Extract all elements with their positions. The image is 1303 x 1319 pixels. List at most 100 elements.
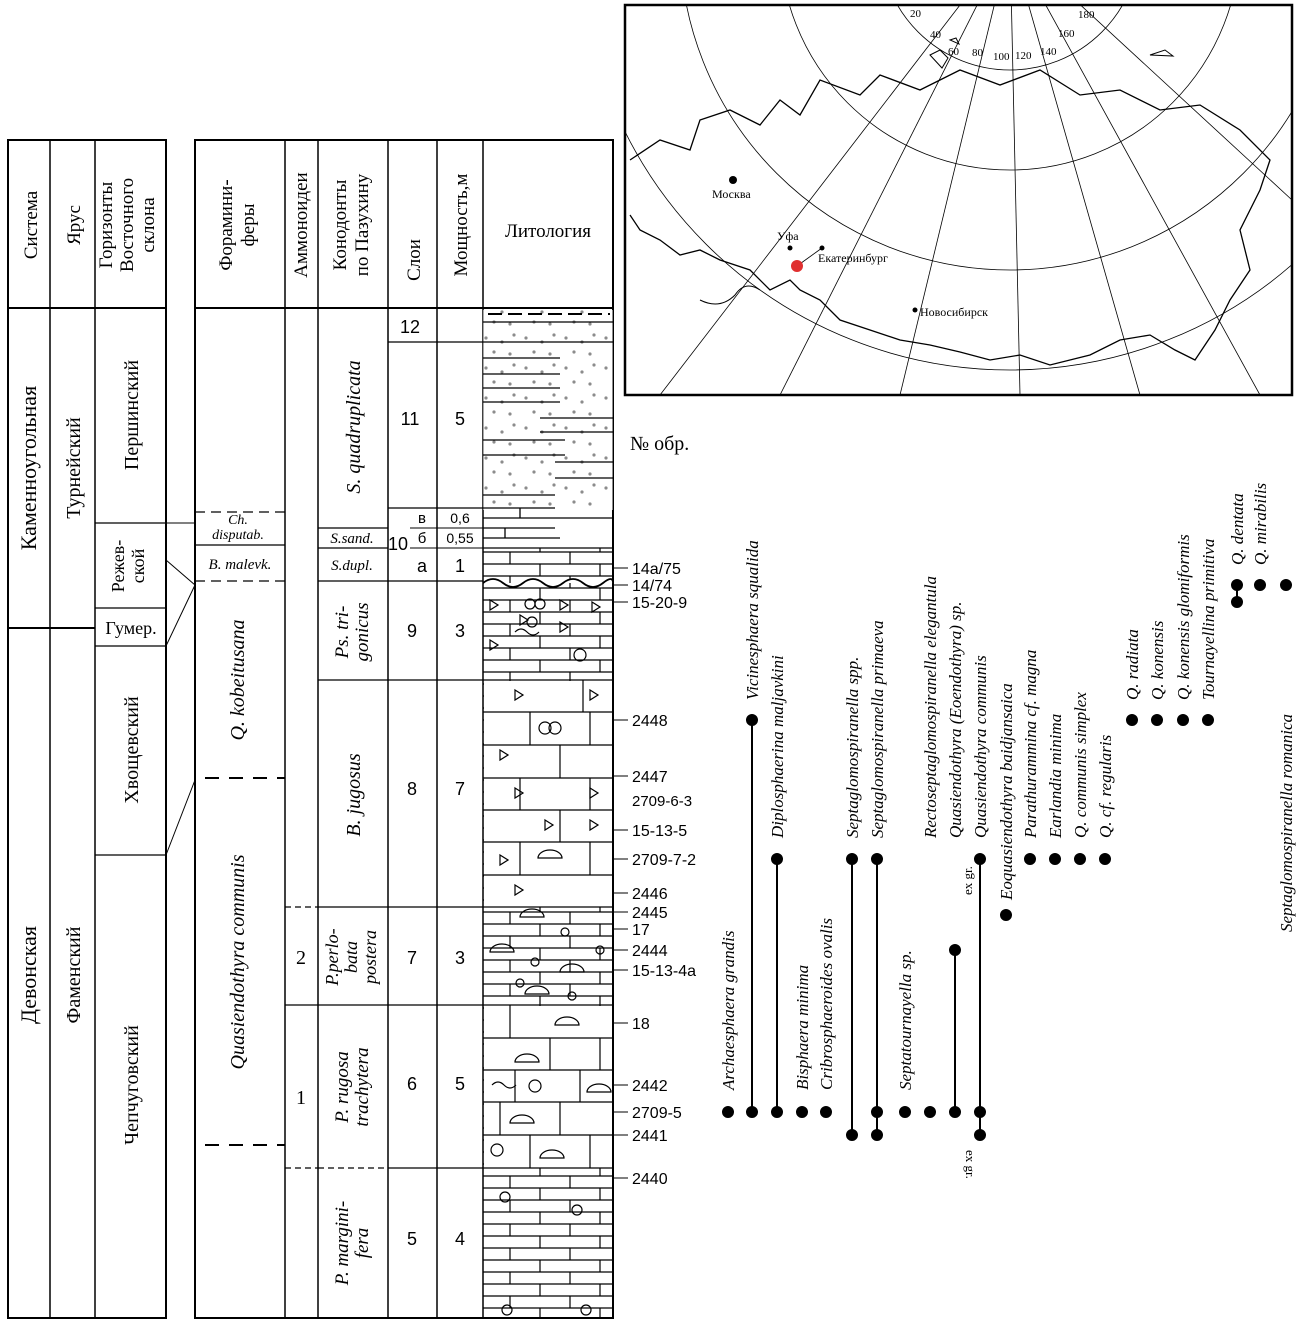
conodont-s-quadruplicata: S. quadruplicata xyxy=(343,360,365,493)
sample-2709-7-2: 2709-7-2 xyxy=(632,852,696,869)
taxon-q-radiata: Q. radiata xyxy=(1123,629,1142,700)
conodont-p-marginifera: P. margini-fera xyxy=(332,1201,373,1286)
layer-10a: а xyxy=(417,556,428,576)
samples-header: № обр. xyxy=(630,433,689,455)
thick-6: 5 xyxy=(455,1074,465,1094)
taxon-archaesphaera-grandis: Archaesphaera grandis xyxy=(719,930,738,1091)
taxon-q-konensis-glomiformis: Q. konensis glomiformis xyxy=(1174,534,1193,700)
city-novosibirsk: Новосибирск xyxy=(920,305,988,319)
city-yekaterinburg: Екатеринбург xyxy=(818,251,888,265)
taxon-septaglomospiranella-spp: Septaglomospiranella spp. xyxy=(843,657,862,838)
conodont-s-dupl: S.dupl. xyxy=(331,558,373,574)
horizon-gumer: Гумер. xyxy=(105,618,156,638)
sample-2709-6-3: 2709-6-3 xyxy=(632,793,692,810)
ex-gr-label-top: ex gr. xyxy=(960,866,975,895)
sample-15-13-4a: 15-13-4а xyxy=(632,963,696,980)
sample-2446: 2446 xyxy=(632,886,668,903)
system-devonian: Девонская xyxy=(16,926,41,1024)
thick-10a: 1 xyxy=(455,556,465,576)
layer-numbers: 12 11 5 10 в б а 0,6 0,55 1 9 3 8 7 7 3 … xyxy=(388,317,474,1249)
horizon-khvoshchevsky: Хвощевский xyxy=(121,696,143,804)
meridian-180: 180 xyxy=(1078,9,1095,21)
taxon-eoquasiendothyra: Eoquasiendothyra baidjansaica xyxy=(997,683,1016,901)
foram-ch-disputab: Ch.disputab. xyxy=(212,513,264,543)
meridian-140: 140 xyxy=(1040,46,1057,58)
city-ufa-marker xyxy=(788,246,793,251)
sample-14a75: 14а/75 xyxy=(632,561,681,578)
layer-7: 7 xyxy=(407,948,417,968)
taxa-labels: Archaesphaera grandis Vicinesphaera squa… xyxy=(719,482,1296,1091)
city-ufa: Уфа xyxy=(777,229,799,243)
header-layers: Слои xyxy=(404,239,425,281)
layer-12: 12 xyxy=(400,317,420,337)
taxon-septatournayella: Septatournayella sp. xyxy=(896,950,915,1090)
header-system: Система xyxy=(21,190,42,259)
sample-18: 18 xyxy=(632,1016,650,1033)
meridian-100: 100 xyxy=(993,51,1010,63)
sample-2441: 2441 xyxy=(632,1128,668,1145)
system-carboniferous: Каменноугольная xyxy=(16,386,41,550)
layer-8: 8 xyxy=(407,779,417,799)
layer-10b: б xyxy=(418,530,427,547)
layer-10v: в xyxy=(418,510,426,527)
taxon-tournayellina-primitiva: Tournayellina primitiva xyxy=(1199,539,1218,700)
taxon-septaglomospiranella-primaeva: Septaglomospiranella primaeva xyxy=(868,620,887,838)
taxon-q-mirabilis: Q. mirabilis xyxy=(1251,482,1270,565)
thick-10b: 0,55 xyxy=(446,530,473,546)
sample-2440: 2440 xyxy=(632,1171,668,1188)
correlation-lines xyxy=(166,523,195,855)
taxon-q-communis-simplex: Q. communis simplex xyxy=(1071,692,1090,838)
conodont-s-sand: S.sand. xyxy=(330,531,373,547)
taxon-q-dentata: Q. dentata xyxy=(1228,493,1247,565)
sample-15-20-9: 15-20-9 xyxy=(632,595,687,612)
taxon-bisphaera-minima: Bisphaera minima xyxy=(793,965,812,1090)
foram-b-malevk: B. malevk. xyxy=(209,557,272,573)
header-ammonoids: Аммоноидеи xyxy=(291,172,312,277)
layer-6: 6 xyxy=(407,1074,417,1094)
layer-10: 10 xyxy=(388,534,408,554)
conodont-ps-trigonicus: Ps. tri-gonicus xyxy=(332,602,373,661)
meridian-20: 20 xyxy=(910,8,922,20)
taxon-cribrosphaeroides-ovalis: Cribrosphaeroides ovalis xyxy=(817,918,836,1090)
thick-11: 5 xyxy=(455,409,465,429)
horizon-pershinsky: Першинский xyxy=(121,360,143,470)
foram-q-communis: Quasiendothyra communis xyxy=(227,854,249,1069)
ammonoid-2: 2 xyxy=(296,947,306,969)
header-thickness: Мощность,м xyxy=(451,174,472,277)
layer-9: 9 xyxy=(407,621,417,641)
taxon-q-konensis: Q. konensis xyxy=(1148,620,1167,700)
taxon-parathurammina: Parathurammina cf. magna xyxy=(1021,650,1040,839)
thick-5: 4 xyxy=(455,1229,465,1249)
conodont-p-perlobata: P.perlo-batapostera xyxy=(322,928,380,986)
meridian-120: 120 xyxy=(1015,50,1032,62)
layer-11: 11 xyxy=(401,409,420,429)
study-site-marker xyxy=(791,260,803,272)
city-moscow-marker xyxy=(729,176,737,184)
sample-2445: 2445 xyxy=(632,905,668,922)
sample-15-13-5: 15-13-5 xyxy=(632,823,687,840)
conodont-b-jugosus: B. jugosus xyxy=(343,753,365,837)
stage-tournaisian: Турнейский xyxy=(63,417,85,519)
sample-2709-5: 2709-5 xyxy=(632,1105,682,1122)
horizon-rezhevskoy: Режев-ской xyxy=(108,540,148,592)
taxon-rectoseptaglomospiranella: Rectoseptaglomospiranella elegantula xyxy=(921,576,940,839)
taxon-vicinesphaera-squalida: Vicinesphaera squalida xyxy=(743,540,762,700)
sample-labels: 14а/75 14/74 15-20-9 2448 2447 2709-6-3 … xyxy=(613,561,696,1188)
meridian-160: 160 xyxy=(1058,28,1075,40)
lithology-column xyxy=(483,310,613,1318)
taxon-septaglomospiranella-romanica: Septaglomospiranella romanica xyxy=(1277,714,1296,932)
header-stage: Ярус xyxy=(64,205,85,245)
city-moscow: Москва xyxy=(712,187,751,201)
meridian-40: 40 xyxy=(930,29,942,41)
header-foraminifera: Форамини-феры xyxy=(216,179,259,270)
thick-7: 3 xyxy=(455,948,465,968)
taxon-q-cf-regularis: Q. cf. regularis xyxy=(1096,734,1115,838)
city-novosibirsk-marker xyxy=(913,308,918,313)
taxon-quasiendothyra-communis: Quasiendothyra communis xyxy=(971,655,990,838)
horizon-chepchugovsky: Чепчуговский xyxy=(121,1025,143,1145)
location-map: 20 40 60 80 100 120 140 160 180 Москва У… xyxy=(580,0,1303,395)
sample-2444: 2444 xyxy=(632,943,668,960)
layer-5: 5 xyxy=(407,1229,417,1249)
taxon-diplosphaerina-maljavkini: Diplosphaerina maljavkini xyxy=(768,655,787,839)
